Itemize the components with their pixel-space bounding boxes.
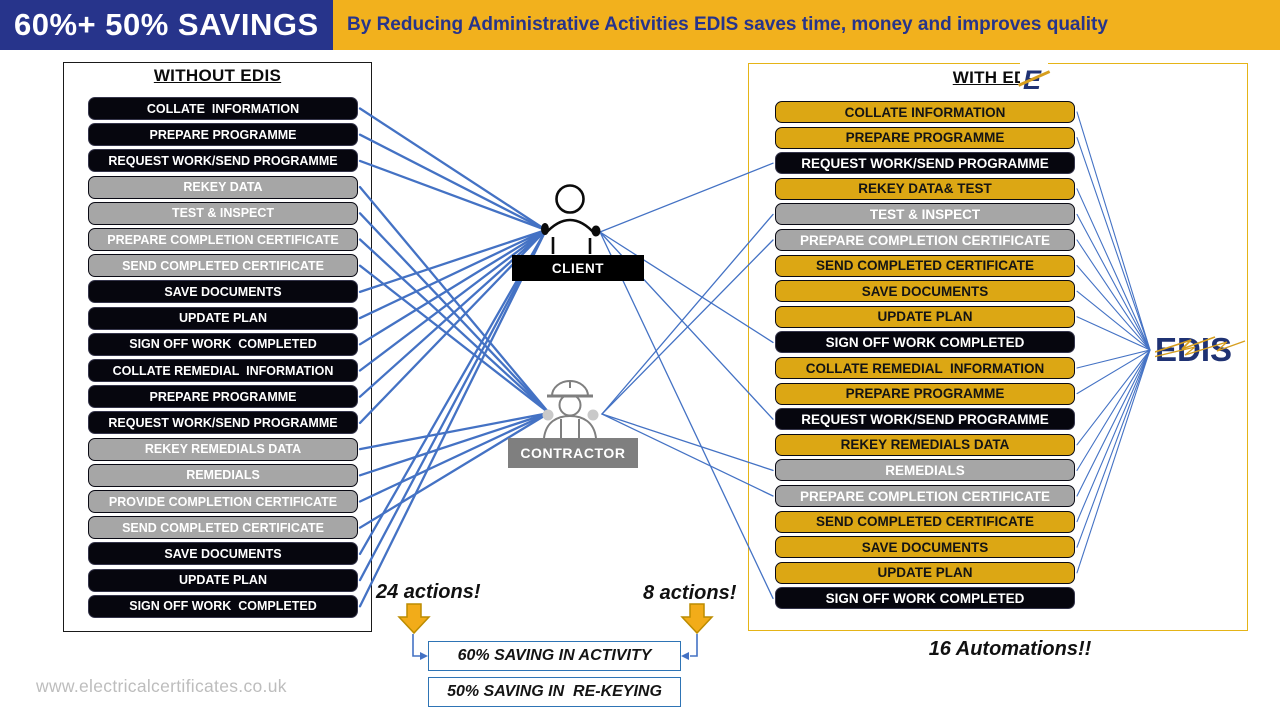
with-bar-7: SEND COMPLETED CERTIFICATE: [775, 254, 1075, 277]
saving-activity-box: 60% SAVING IN ACTIVITY: [428, 641, 681, 671]
connector-elbow-right: [681, 634, 698, 660]
without-bar-12: PREPARE PROGRAMME: [88, 385, 358, 409]
with-bar-3: REQUEST WORK/SEND PROGRAMME: [775, 152, 1075, 175]
with-bar-20: SIGN OFF WORK COMPLETED: [775, 587, 1075, 610]
without-bar-9: UPDATE PLAN: [88, 306, 358, 330]
without-bar-14: REKEY REMEDIALS DATA: [88, 437, 358, 461]
without-bar-15: REMEDIALS: [88, 463, 358, 487]
without-bar-19: UPDATE PLAN: [88, 568, 358, 592]
without-bar-18: SAVE DOCUMENTS: [88, 542, 358, 566]
with-bar-11: COLLATE REMEDIAL INFORMATION: [775, 357, 1075, 379]
with-bar-6: PREPARE COMPLETION CERTIFICATE: [775, 229, 1075, 251]
with-bar-17: SEND COMPLETED CERTIFICATE: [775, 510, 1075, 533]
without-bar-2: PREPARE PROGRAMME: [88, 123, 358, 147]
without-bar-11: COLLATE REMEDIAL INFORMATION: [88, 359, 358, 382]
with-bar-14: REKEY REMEDIALS DATA: [775, 433, 1075, 456]
with-bar-8: SAVE DOCUMENTS: [775, 280, 1075, 303]
with-bar-15: REMEDIALS: [775, 459, 1075, 482]
edis-logo: EDIS: [1155, 330, 1250, 370]
without-bar-10: SIGN OFF WORK COMPLETED: [88, 332, 358, 356]
automations-note: 16 Automations!!: [928, 638, 1092, 660]
without-bar-3: REQUEST WORK/SEND PROGRAMME: [88, 149, 358, 173]
without-bar-17: SEND COMPLETED CERTIFICATE: [88, 516, 358, 540]
header-tagline: By Reducing Administrative Activities ED…: [347, 14, 1108, 35]
down-arrow-left-icon: [397, 603, 431, 635]
without-bar-8: SAVE DOCUMENTS: [88, 280, 358, 304]
edis-lightning-strokes: [1155, 336, 1246, 358]
with-bar-4: REKEY DATA& TEST: [775, 177, 1075, 200]
connector-elbow-left: [412, 634, 428, 660]
client-label: CLIENT: [512, 255, 644, 281]
with-bar-2: PREPARE PROGRAMME: [775, 126, 1075, 149]
with-bar-10: SIGN OFF WORK COMPLETED: [775, 331, 1075, 354]
contractor-label: CONTRACTOR: [508, 438, 638, 468]
without-edis-title: WITHOUT EDIS: [153, 66, 282, 85]
with-bar-1: COLLATE INFORMATION: [775, 101, 1075, 123]
with-edis-title: WITH EDIS: [952, 68, 1044, 87]
without-actions-note: 24 actions!: [376, 581, 481, 603]
website-url: www.electricalcertificates.co.uk: [36, 676, 287, 696]
with-bar-9: UPDATE PLAN: [775, 305, 1075, 328]
contractor-icon: [542, 380, 599, 439]
with-bar-16: PREPARE COMPLETION CERTIFICATE: [775, 485, 1075, 507]
without-bar-13: REQUEST WORK/SEND PROGRAMME: [88, 411, 358, 435]
without-bar-16: PROVIDE COMPLETION CERTIFICATE: [88, 490, 358, 513]
down-arrow-right-icon: [680, 603, 714, 635]
savings-headline: 60%+ 50% SAVINGS: [0, 0, 333, 50]
with-actions-note: 8 actions!: [643, 582, 737, 604]
without-bar-20: SIGN OFF WORK COMPLETED: [88, 594, 358, 618]
edis-logo-small-icon: E: [1017, 62, 1051, 98]
without-bar-7: SEND COMPLETED CERTIFICATE: [88, 254, 358, 278]
without-bar-5: TEST & INSPECT: [88, 201, 358, 225]
without-bar-6: PREPARE COMPLETION CERTIFICATE: [88, 228, 358, 251]
with-bar-19: UPDATE PLAN: [775, 561, 1075, 584]
with-bar-18: SAVE DOCUMENTS: [775, 536, 1075, 559]
with-bar-5: TEST & INSPECT: [775, 203, 1075, 226]
without-bar-1: COLLATE INFORMATION: [88, 97, 358, 120]
with-bar-12: PREPARE PROGRAMME: [775, 382, 1075, 405]
without-bar-4: REKEY DATA: [88, 175, 358, 199]
saving-rekeying-box: 50% SAVING IN RE-KEYING: [428, 677, 681, 707]
client-icon: [541, 184, 601, 254]
with-bar-13: REQUEST WORK/SEND PROGRAMME: [775, 408, 1075, 431]
